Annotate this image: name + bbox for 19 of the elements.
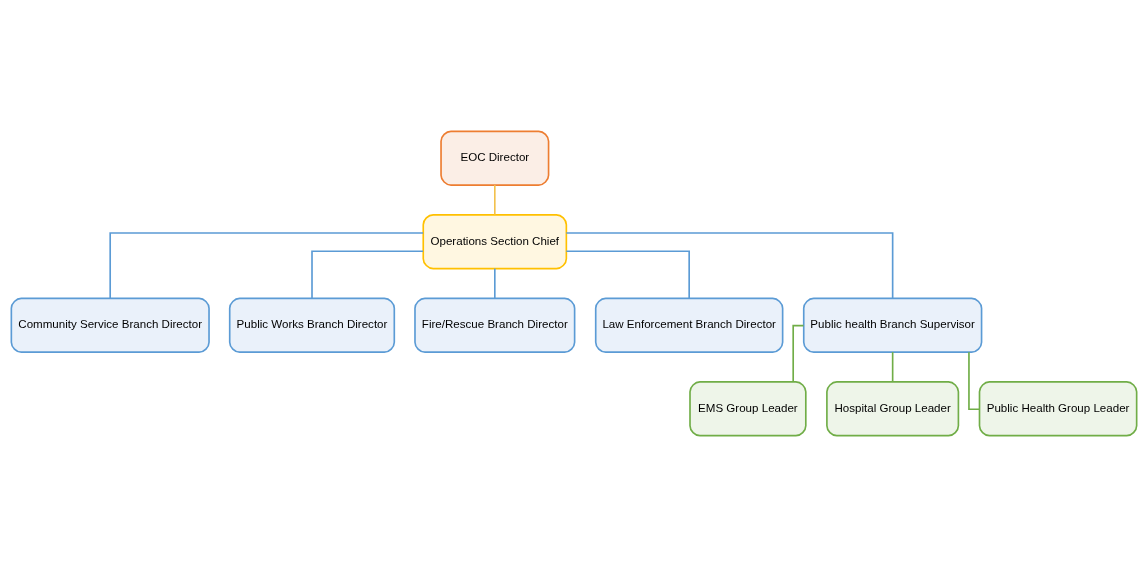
node-box: Law Enforcement Branch Director (594, 297, 784, 353)
connector (493, 267, 496, 299)
node-box: Public health Branch Supervisor (802, 297, 983, 353)
connector (311, 249, 424, 299)
connector (565, 231, 894, 299)
connector (109, 231, 424, 299)
node-box: Public Health Group Leader (978, 380, 1138, 436)
node-box: Community Service Branch Director (10, 297, 210, 353)
node-box: EOC Director (440, 130, 550, 186)
node-box: Fire/Rescue Branch Director (414, 297, 576, 353)
node-box: Operations Section Chief (422, 213, 568, 269)
node-box: Public Works Branch Director (228, 297, 396, 353)
connector (891, 350, 894, 382)
connector (968, 350, 980, 410)
node-box: Hospital Group Leader (826, 380, 960, 436)
connector (792, 324, 805, 383)
node-box: EMS Group Leader (689, 380, 807, 436)
connector (493, 183, 496, 215)
connector (565, 249, 690, 299)
